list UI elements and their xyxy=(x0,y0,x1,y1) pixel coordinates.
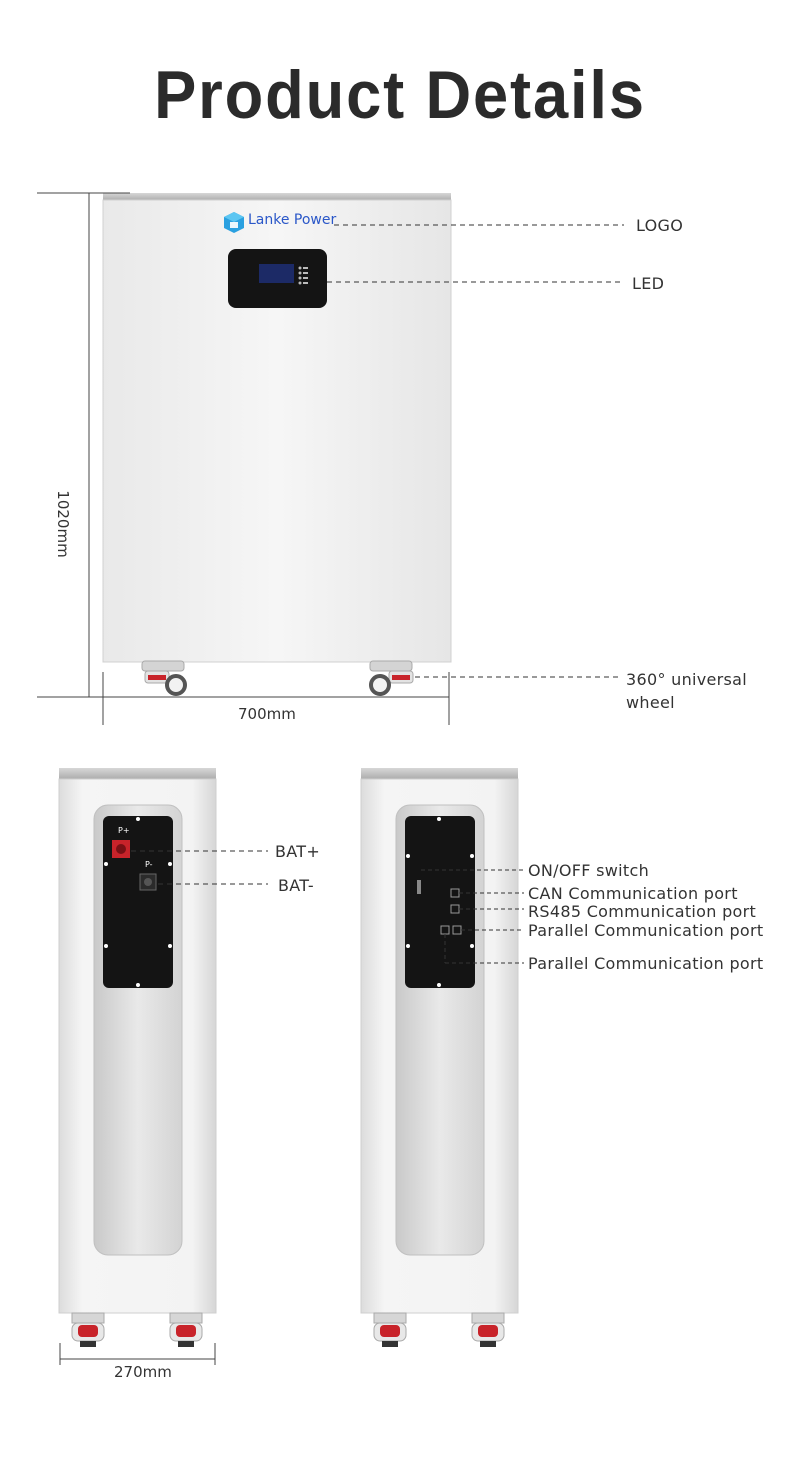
front-cabinet xyxy=(102,193,452,663)
on-off-switch-label: ON/OFF switch xyxy=(528,861,650,880)
led-screen xyxy=(259,264,294,283)
logo-label: LOGO xyxy=(636,216,684,235)
side-right-wheels xyxy=(373,1312,505,1347)
side-left-wheels xyxy=(71,1312,203,1347)
side-cabinet-left: P+ P- xyxy=(58,768,217,1314)
brand-name: Lanke Power xyxy=(248,212,337,228)
depth-dimension: 270mm xyxy=(114,1363,172,1381)
front-wheel-right xyxy=(369,660,414,696)
wheel-label-line1: 360° universal xyxy=(626,670,748,689)
height-dimension: 1020mm xyxy=(54,490,72,558)
cube-logo-icon xyxy=(224,212,244,233)
parallel-port-label-2: Parallel Communication port xyxy=(528,954,764,973)
led-indicators xyxy=(298,266,308,285)
parallel-port-label-1: Parallel Communication port xyxy=(528,921,764,940)
side-cabinet-right xyxy=(360,768,519,1314)
comm-panel xyxy=(405,816,475,988)
bat-plus-label: BAT+ xyxy=(275,842,321,861)
side-dimension-lines xyxy=(59,1343,216,1365)
page-title: Product Details xyxy=(154,57,646,133)
front-wheel-left xyxy=(141,660,187,696)
side-left-callouts xyxy=(131,850,268,885)
led-label: LED xyxy=(632,274,665,293)
p-plus-mark: P+ xyxy=(118,826,130,835)
bat-minus-label: BAT- xyxy=(278,876,314,895)
side-right-callouts xyxy=(421,869,524,964)
p-minus-mark: P- xyxy=(145,860,153,869)
terminal-panel xyxy=(103,816,173,988)
width-dimension: 700mm xyxy=(238,705,296,723)
front-dimension-lines xyxy=(37,192,450,725)
front-top-cap xyxy=(103,193,451,201)
rs485-port-label: RS485 Communication port xyxy=(528,902,757,921)
wheel-label-line2: wheel xyxy=(626,693,675,712)
can-port-label: CAN Communication port xyxy=(528,884,738,903)
front-callouts xyxy=(327,224,624,678)
